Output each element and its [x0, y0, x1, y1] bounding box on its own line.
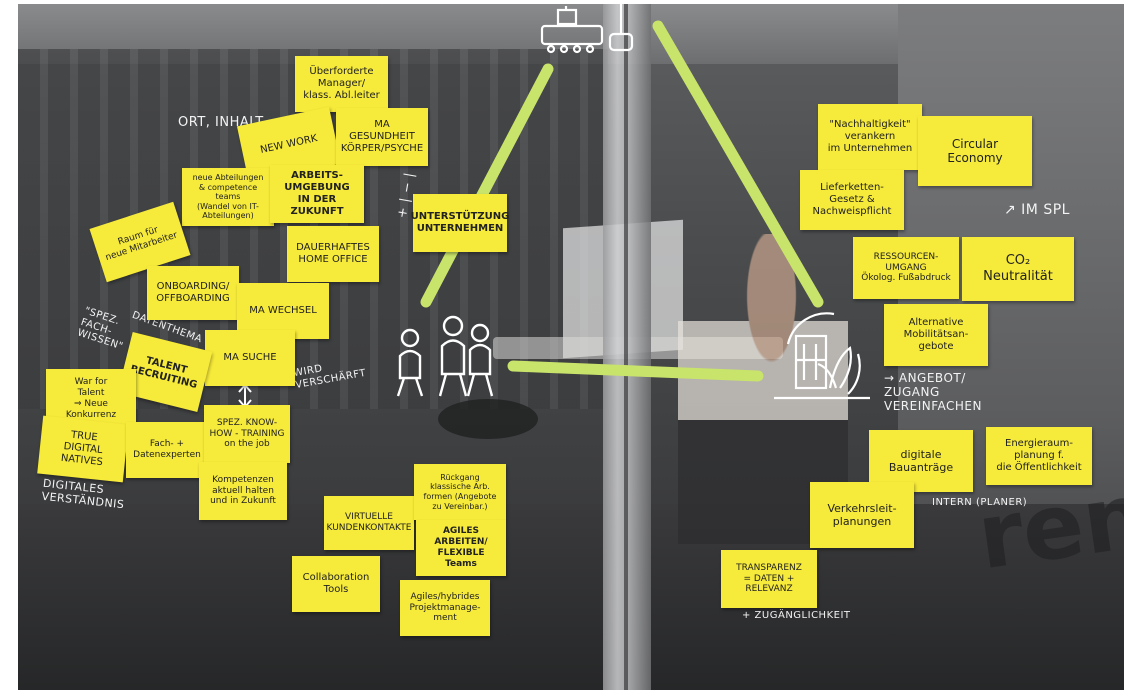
note-nachhaltigkeit: "Nachhaltigkeit" verankern im Unternehme…: [818, 104, 922, 170]
note-dauerhaftes-home-office: DAUERHAFTES HOME OFFICE: [287, 226, 379, 282]
note-ueberforderte-manager: Überforderte Manager/ klass. Abl.leiter: [295, 56, 388, 112]
note-war-for-talent: War for Talent ⇒ Neue Konkurrenz: [46, 369, 136, 429]
note-neue-abteilungen: neue Abteilungen & competence teams (Wan…: [182, 168, 274, 226]
note-alternative-mobilitaet: Alternative Mobilitätsan- gebote: [884, 304, 988, 366]
note-agiles-hybrides: Agiles/hybrides Projektmanage- ment: [400, 580, 490, 636]
note-ma-wechsel: MA WECHSEL: [237, 283, 329, 339]
note-unterstuetzung: UNTERSTÜTZUNG UNTERNEHMEN: [411, 194, 509, 252]
note-spez-know-how: SPEZ. KNOW- HOW - TRAINING on the job: [204, 405, 290, 463]
chalk-ort-inhalt: ORT, INHALT: [178, 115, 264, 130]
note-true-digital-natives: TRUE DIGITAL NATIVES: [37, 415, 129, 483]
chalk-zugaenglichkeit: + ZUGÄNGLICHKEIT: [742, 610, 851, 621]
note-ma-gesundheit: MA GESUNDHEIT KÖRPER/PSYCHE: [336, 108, 428, 166]
chalk-intern-planer: INTERN (PLANER): [932, 497, 1028, 508]
floor: [18, 504, 1124, 690]
note-ma-suche: MA SUCHE: [205, 330, 295, 386]
note-virtuelle-kundenkontakte: VIRTUELLE KUNDENKONTAKTE: [324, 496, 414, 550]
factory-icon: [540, 4, 634, 54]
note-rueckgang: Rückgang klassische Arb. formen (Angebot…: [414, 464, 506, 520]
tape-right-side: [652, 20, 824, 308]
sustainable-building-icon: [774, 312, 870, 400]
note-energieraumplanung: Energieraum- planung f. die Öffentlichke…: [986, 427, 1092, 485]
note-fach-datenexperten: Fach- + Datenexperten: [126, 422, 208, 478]
chalk-angebot-zugang: → ANGEBOT/ ZUGANG VEREINFACHEN: [884, 371, 982, 413]
people-icon: [396, 315, 494, 397]
note-onboarding: ONBOARDING/ OFFBOARDING: [147, 266, 239, 320]
note-transparenz: TRANSPARENZ = DATEN + RELEVANZ: [721, 550, 817, 608]
tape-base: [507, 360, 764, 382]
chair: [438, 399, 538, 439]
chalk-im-spl: ↗ IM SPL: [1004, 202, 1070, 218]
note-kompetenzen: Kompetenzen aktuell halten und in Zukunf…: [199, 462, 287, 520]
note-arbeitsumgebung: ARBEITS- UMGEBUNG IN DER ZUKUNFT: [270, 165, 364, 223]
tape-left-side: [420, 63, 554, 308]
glass-seam-line: [624, 4, 628, 690]
note-lieferketten: Lieferketten- Gesetz & Nachweispflicht: [800, 170, 904, 230]
note-digitale-bauantraege: digitale Bauanträge: [869, 430, 973, 492]
note-agiles-arbeiten: AGILES ARBEITEN/ FLEXIBLE Teams: [416, 520, 506, 576]
drawing-layer: [238, 4, 870, 409]
note-ressourcen: RESSOURCEN- UMGANG Ökolog. Fußabdruck: [853, 237, 959, 299]
note-verkehrsleitplanungen: Verkehrsleit- planungen: [810, 482, 914, 548]
photo-frame: ren: [18, 4, 1124, 690]
note-collaboration-tools: Collaboration Tools: [292, 556, 380, 612]
note-circular-economy: Circular Economy: [918, 116, 1032, 186]
note-co2: CO₂ Neutralität: [962, 237, 1074, 301]
updown-arrow: [238, 383, 252, 409]
